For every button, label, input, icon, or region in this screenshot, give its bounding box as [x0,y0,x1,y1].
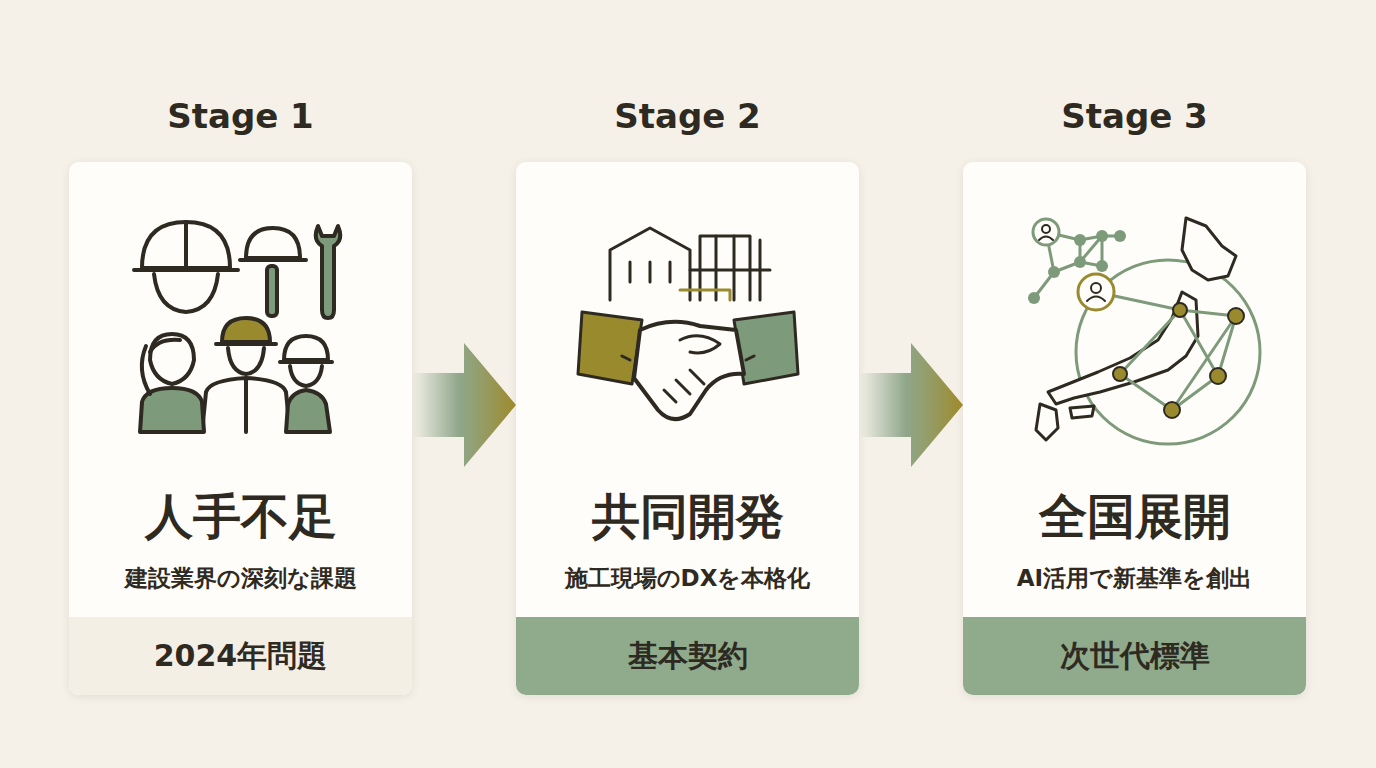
band-label: 2024年問題 [69,636,412,676]
japan-network-icon [1028,218,1260,444]
handshake-icon [578,228,798,419]
stage-arrow [412,343,516,467]
stage-card: Stage 3全国展開AI活用で新基準を創出次世代標準 [963,162,1306,695]
stage-label: Stage 3 [963,94,1306,138]
stage-subtitle: 施工現場のDXを本格化 [516,562,859,594]
card-grounds [69,162,1306,695]
stage-title: 人手不足 [69,486,412,546]
band-label: 次世代標準 [963,636,1306,676]
stage-label: Stage 2 [516,94,859,138]
stage-band: 基本契約 [516,617,859,695]
stage-label: Stage 1 [69,94,412,138]
stage-band: 2024年問題 [69,617,412,695]
stage-card: Stage 1人手不足建設業界の深刻な課題2024年問題 [69,162,412,695]
stage-band: 次世代標準 [963,617,1306,695]
band-label: 基本契約 [516,636,859,676]
stage-title: 共同開発 [516,486,859,546]
stage-title: 全国展開 [963,486,1306,546]
stage-subtitle: 建設業界の深刻な課題 [69,562,412,594]
stage-arrow [859,343,963,467]
workers-icon [134,222,340,432]
stage-card: Stage 2共同開発施工現場のDXを本格化基本契約 [516,162,859,695]
stage-subtitle: AI活用で新基準を創出 [963,562,1306,594]
